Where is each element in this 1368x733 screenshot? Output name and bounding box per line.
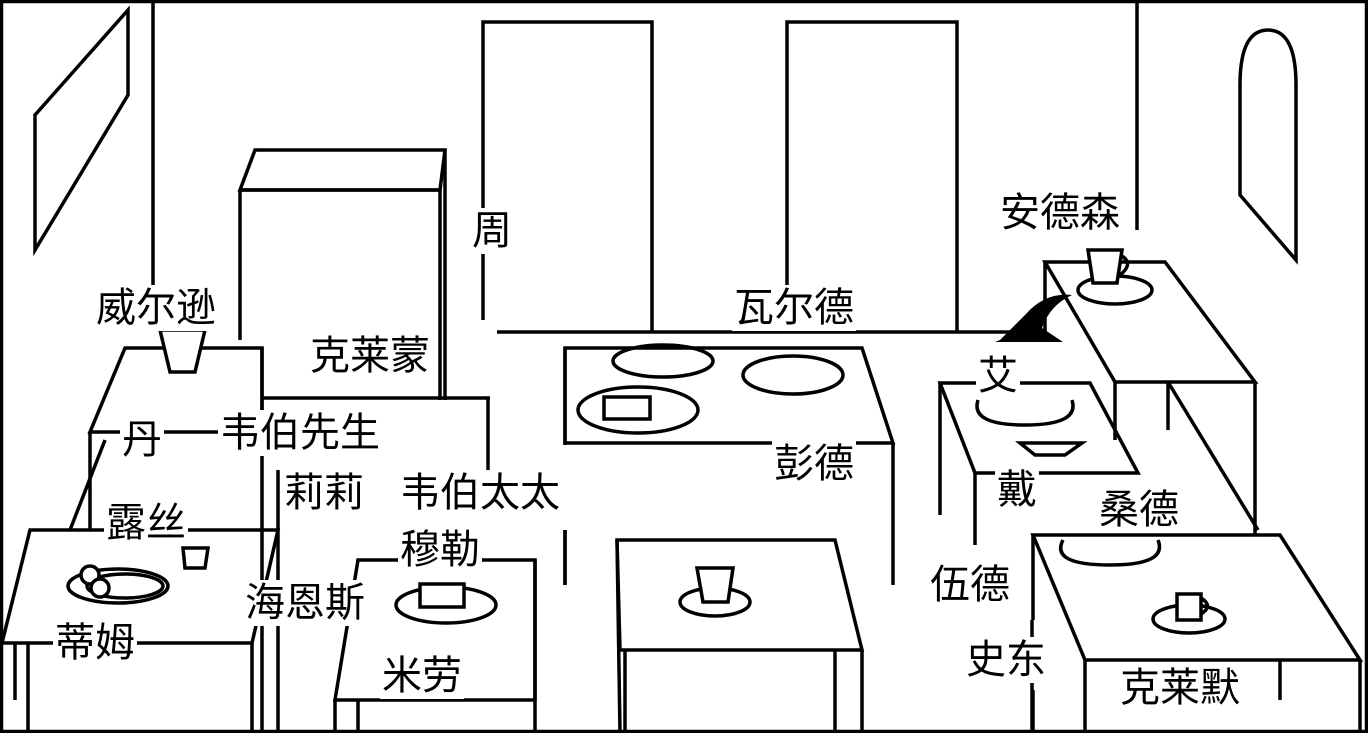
label-ai: 艾 [976,353,1020,399]
label-waerde: 瓦尔德 [732,285,856,331]
wall-painting [33,5,130,257]
cup-handle [1200,596,1210,616]
door-left [481,20,654,332]
table-ai-top [937,381,1141,475]
label-milao: 米劳 [380,653,464,699]
label-weibo-taitai: 韦伯太太 [398,470,562,516]
plate [66,567,170,605]
cup [1085,248,1125,285]
label-lusi: 露丝 [104,500,188,546]
table-anderson-side [1166,381,1260,531]
label-weibo-xiansheng: 韦伯先生 [218,410,382,456]
arrow-icon [995,294,1072,342]
cup [694,566,736,604]
plate [611,343,715,379]
label-weierxun: 威尔逊 [94,285,218,331]
label-dai: 戴 [995,467,1039,513]
door-right [785,20,959,332]
food-item [602,395,652,421]
plate [85,572,165,600]
food-item [89,577,111,599]
chair-back [157,328,208,374]
label-lili: 莉莉 [282,470,366,516]
table-front-center-leg1 [615,539,622,733]
table-front-center-top [615,538,865,652]
label-zhou: 周 [470,208,514,254]
plate [1059,539,1162,567]
table-front-left-top [0,528,281,645]
label-pengde: 彭德 [772,441,856,487]
label-kelaimeng: 克莱蒙 [308,333,432,379]
label-andesen: 安德森 [998,190,1122,236]
cabinet-top [237,148,447,192]
table-anderson-top [1041,260,1259,384]
plate [741,354,845,396]
label-dan: 丹 [120,417,164,463]
label-wude: 伍德 [928,562,1012,608]
plate [576,385,700,435]
chair-back [181,546,211,570]
label-mule: 穆勒 [398,527,482,573]
label-sangde: 桑德 [1097,487,1181,533]
bowl [1015,441,1088,457]
table-left-back-leg2 [68,439,107,531]
cup-handle [1118,254,1130,277]
food-item [418,582,466,609]
cup [1175,592,1203,622]
label-dimu: 蒂姆 [53,620,137,666]
label-haiensi: 海恩斯 [243,580,367,626]
arched-window [1238,28,1298,265]
label-kelaimo: 克莱默 [1118,665,1242,711]
plate [975,399,1075,427]
label-shidong: 史东 [964,637,1048,683]
